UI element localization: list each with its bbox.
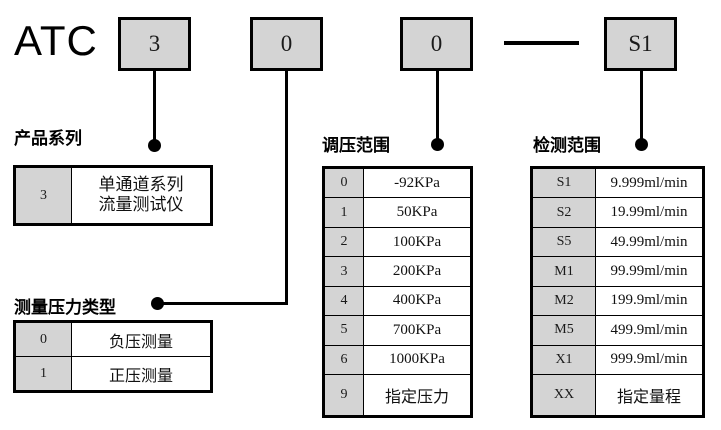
cell-value: 49.99ml/min	[595, 226, 703, 258]
table-row: XX 指定量程	[532, 374, 703, 416]
table-row: 6 1000KPa	[324, 344, 471, 376]
cell-value: 99.99ml/min	[595, 256, 703, 287]
section-title-pressure-type: 测量压力类型	[14, 298, 116, 318]
code-box-detection-range[interactable]: S1	[604, 17, 677, 71]
cell-code: XX	[532, 374, 596, 416]
cell-code: S2	[532, 197, 596, 228]
connector-dot-pressure-range	[431, 138, 444, 151]
cell-value-text: 单通道系列 流量测试仪	[98, 174, 184, 215]
code-box-pressure-range[interactable]: 0	[400, 17, 473, 71]
table-pressure-range: 0 -92KPa 1 50KPa 2 100KPa 3 200KPa 4 400…	[322, 166, 473, 418]
cell-code: M2	[532, 285, 596, 317]
connector-line-pressure-type-horizontal	[157, 302, 288, 305]
table-row: 5 700KPa	[324, 315, 471, 346]
code-box-pressure-range-value: 0	[430, 31, 443, 56]
table-pressure-type: 0 负压测量 1 正压测量	[13, 320, 213, 393]
table-row: M5 499.9ml/min	[532, 315, 703, 346]
cell-code: 2	[324, 226, 364, 258]
code-box-series[interactable]: 3	[118, 17, 191, 71]
table-row: M2 199.9ml/min	[532, 285, 703, 317]
cell-value: 19.99ml/min	[595, 197, 703, 228]
cell-code: 3	[324, 256, 364, 287]
table-row: M1 99.99ml/min	[532, 256, 703, 287]
connector-line-detection-range	[640, 71, 643, 145]
table-row: 3 200KPa	[324, 256, 471, 287]
section-title-detection-range: 检测范围	[533, 136, 601, 156]
cell-value: 单通道系列 流量测试仪	[71, 167, 211, 224]
table-row: X1 999.9ml/min	[532, 344, 703, 376]
cell-code: M1	[532, 256, 596, 287]
cell-code: X1	[532, 344, 596, 376]
cell-value: 9.999ml/min	[595, 167, 703, 199]
table-row: 3 单通道系列 流量测试仪	[15, 167, 211, 224]
cell-code: 1	[324, 197, 364, 228]
code-box-pressure-type-value: 0	[280, 31, 293, 56]
model-separator-dash	[504, 41, 579, 45]
table-row: S2 19.99ml/min	[532, 197, 703, 228]
cell-code: 0	[15, 322, 72, 357]
model-prefix-label: ATC	[14, 17, 98, 64]
connector-line-series	[153, 71, 156, 146]
cell-value: 正压测量	[71, 356, 211, 391]
connector-line-pressure-type-vertical	[285, 71, 288, 305]
table-row: 1 50KPa	[324, 197, 471, 228]
table-row: 1 正压测量	[15, 356, 211, 391]
table-row: 0 -92KPa	[324, 167, 471, 199]
code-box-pressure-type[interactable]: 0	[250, 17, 323, 71]
cell-value: 400KPa	[363, 285, 471, 317]
section-title-pressure-range: 调压范围	[322, 136, 390, 156]
cell-value: 200KPa	[363, 256, 471, 287]
cell-code: 9	[324, 374, 364, 416]
cell-value: 指定压力	[363, 374, 471, 416]
cell-value: 499.9ml/min	[595, 315, 703, 346]
cell-value: -92KPa	[363, 167, 471, 199]
cell-value: 100KPa	[363, 226, 471, 258]
cell-code: 1	[15, 356, 72, 391]
cell-code: S5	[532, 226, 596, 258]
cell-value: 999.9ml/min	[595, 344, 703, 376]
cell-value: 50KPa	[363, 197, 471, 228]
cell-code: 6	[324, 344, 364, 376]
connector-line-pressure-range	[436, 71, 439, 145]
code-box-detection-range-value: S1	[628, 31, 653, 56]
cell-value: 199.9ml/min	[595, 285, 703, 317]
table-row: 4 400KPa	[324, 285, 471, 317]
table-row: 0 负压测量	[15, 322, 211, 357]
cell-code: S1	[532, 167, 596, 199]
cell-code: 3	[15, 167, 72, 224]
cell-code: 0	[324, 167, 364, 199]
section-title-product-series: 产品系列	[14, 129, 82, 149]
cell-code: 5	[324, 315, 364, 346]
cell-code: M5	[532, 315, 596, 346]
cell-code: 4	[324, 285, 364, 317]
connector-dot-pressure-type	[151, 297, 164, 310]
table-detection-range: S1 9.999ml/min S2 19.99ml/min S5 49.99ml…	[530, 166, 705, 418]
connector-dot-detection-range	[635, 138, 648, 151]
cell-value: 1000KPa	[363, 344, 471, 376]
cell-value: 700KPa	[363, 315, 471, 346]
cell-value: 负压测量	[71, 322, 211, 357]
table-row: 9 指定压力	[324, 374, 471, 416]
table-product-series: 3 单通道系列 流量测试仪	[13, 165, 213, 226]
table-row: 2 100KPa	[324, 226, 471, 258]
table-row: S1 9.999ml/min	[532, 167, 703, 199]
table-row: S5 49.99ml/min	[532, 226, 703, 258]
connector-dot-series	[148, 139, 161, 152]
code-box-series-value: 3	[148, 31, 161, 56]
cell-value: 指定量程	[595, 374, 703, 416]
